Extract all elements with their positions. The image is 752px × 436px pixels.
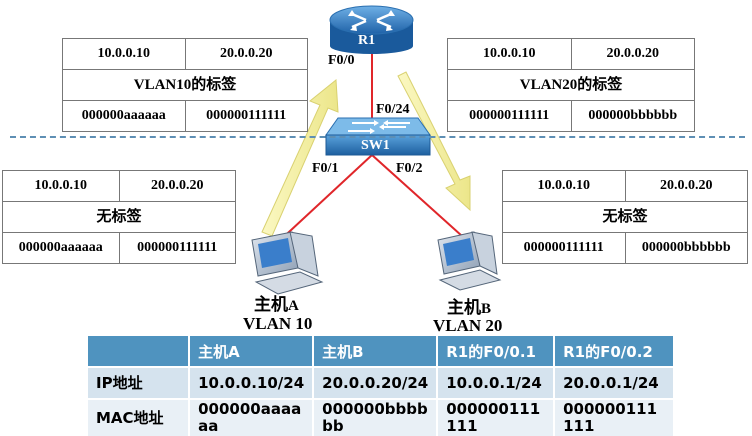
- table-row-label: IP地址: [88, 366, 191, 399]
- host-b-name: 主机: [447, 298, 481, 318]
- table-header: R1的F0/0.1: [437, 336, 556, 367]
- host-b-vlan: VLAN 20: [433, 316, 503, 335]
- switch-port-b-label: F0/2: [396, 161, 423, 176]
- frame-src-mac: 000000111111: [523, 240, 604, 255]
- computer-icon-b: [437, 231, 502, 291]
- frame-src-mac: 000000111111: [469, 108, 550, 123]
- frame-src-mac: 000000aaaaaa: [18, 240, 103, 255]
- table-row: IP地址 10.0.0.10/24 20.0.0.20/24 10.0.0.1/…: [88, 366, 675, 399]
- frame-tag: 无标签: [602, 209, 648, 225]
- arrow-up-icon: [261, 79, 339, 237]
- frame-dst-ip: 20.0.0.20: [624, 171, 748, 201]
- table-cell: 10.0.0.1/24: [437, 366, 556, 399]
- computer-icon-a: [251, 231, 324, 295]
- host-a-name: 主机: [254, 295, 288, 315]
- router-icon: [329, 5, 414, 54]
- frame-src-ip: 10.0.0.10: [34, 178, 88, 193]
- host-a-label: 主机A: [254, 290, 299, 315]
- frame-dst-mac: 000000111111: [184, 101, 308, 131]
- table-cell: 000000111111: [554, 398, 675, 436]
- table-cell: 000000111111: [437, 398, 556, 436]
- table-row-label: MAC地址: [88, 398, 191, 436]
- table-header: [88, 336, 191, 367]
- frame-src-ip: 10.0.0.10: [537, 178, 591, 193]
- table-cell: 20.0.0.1/24: [554, 366, 675, 399]
- host-a-letter: A: [288, 298, 299, 314]
- table-cell: 20.0.0.20/24: [313, 366, 439, 399]
- table-header: R1的F0/0.2: [554, 336, 675, 367]
- router-label: R1: [358, 33, 376, 48]
- table-header-row: 主机A 主机B R1的F0/0.1 R1的F0/0.2: [88, 336, 675, 367]
- frame-tag: VLAN20的标签: [519, 77, 623, 93]
- switch-icon: [325, 117, 431, 156]
- frame-dst-ip: 20.0.0.20: [118, 171, 236, 201]
- switch-port-a-label: F0/1: [312, 161, 339, 176]
- frame-tag: 无标签: [96, 209, 142, 225]
- switch-uplink-port-label: F0/24: [376, 102, 410, 117]
- host-a-vlan: VLAN 10: [243, 314, 313, 333]
- link-sw1-host-b: [371, 154, 463, 237]
- host-b-label: 主机B: [447, 293, 491, 318]
- frame-dst-mac: 000000bbbbbb: [624, 233, 748, 263]
- frame-dst-mac: 000000111111: [118, 233, 236, 263]
- table-row: MAC地址 000000aaaaaa 000000bbbbbb 00000011…: [88, 398, 675, 436]
- frame-src-ip: 10.0.0.10: [483, 46, 536, 61]
- arrow-down-icon: [397, 71, 471, 212]
- frame-dst-ip: 20.0.0.20: [570, 39, 695, 69]
- frame-top-right: 10.0.0.10 20.0.0.20 VLAN20的标签 0000001111…: [447, 38, 695, 132]
- table-header: 主机A: [189, 336, 315, 367]
- table-header: 主机B: [313, 336, 439, 367]
- frame-tag: VLAN10的标签: [133, 77, 237, 93]
- table-cell: 10.0.0.10/24: [189, 366, 315, 399]
- link-sw1-host-a: [275, 154, 373, 245]
- address-table: 主机A 主机B R1的F0/0.1 R1的F0/0.2 IP地址 10.0.0.…: [88, 336, 675, 436]
- frame-left: 10.0.0.10 20.0.0.20 无标签 000000aaaaaa 000…: [2, 170, 236, 264]
- host-b-letter: B: [481, 301, 492, 317]
- frame-dst-mac: 000000bbbbbb: [570, 101, 695, 131]
- switch-label: SW1: [361, 138, 390, 153]
- separator-line: [10, 136, 745, 138]
- frame-top-left: 10.0.0.10 20.0.0.20 VLAN10的标签 000000aaaa…: [62, 38, 308, 132]
- router-port-label: F0/0: [328, 53, 355, 68]
- table-cell: 000000bbbbbb: [313, 398, 439, 436]
- frame-right: 10.0.0.10 20.0.0.20 无标签 000000111111 000…: [502, 170, 748, 264]
- frame-src-ip: 10.0.0.10: [97, 46, 151, 61]
- frame-dst-ip: 20.0.0.20: [184, 39, 308, 69]
- frame-src-mac: 000000aaaaaa: [81, 108, 166, 123]
- table-cell: 000000aaaaaa: [189, 398, 315, 436]
